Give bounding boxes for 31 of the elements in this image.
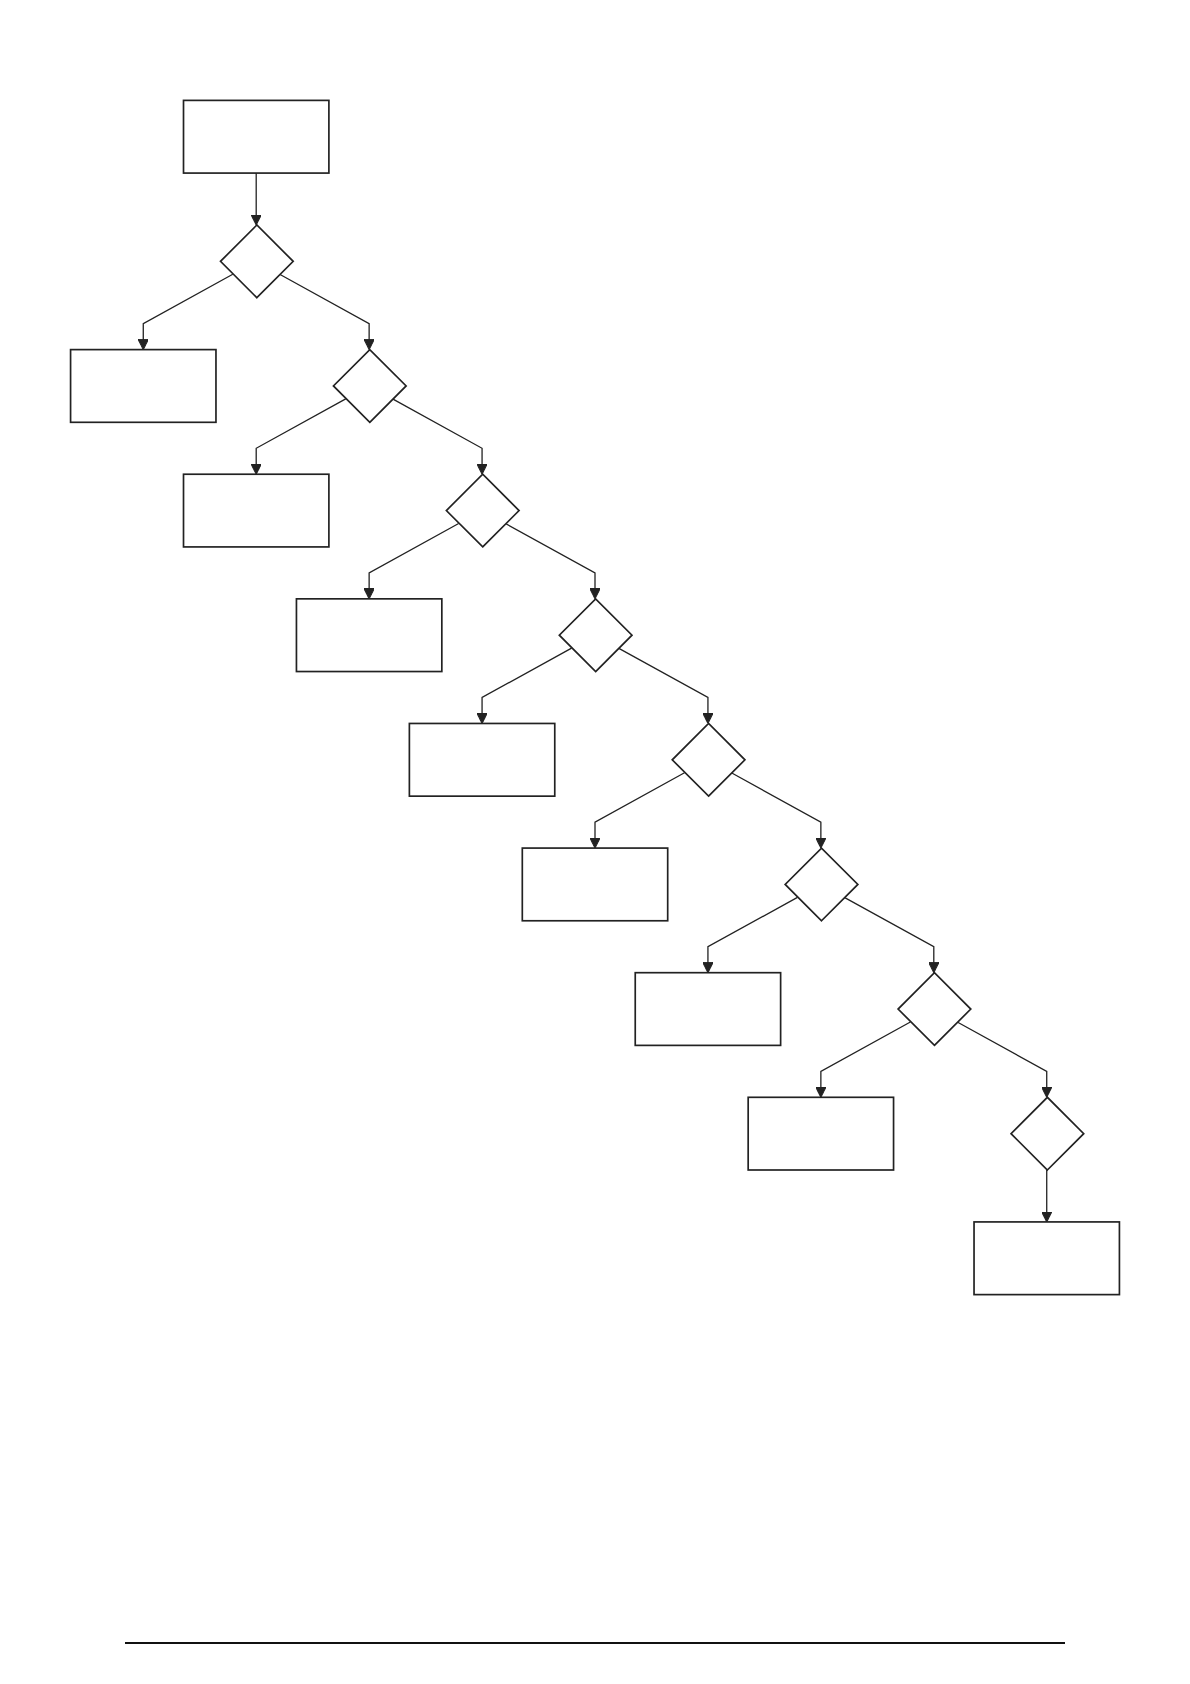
node-box	[521, 847, 669, 922]
arrow	[617, 647, 714, 724]
arrow	[1041, 1169, 1053, 1223]
node-diamond	[558, 597, 634, 673]
node-diamond	[219, 223, 295, 299]
node-box	[69, 348, 217, 424]
node-box	[973, 1221, 1121, 1296]
arrow	[589, 772, 686, 849]
arrow	[250, 398, 347, 475]
node-box	[408, 722, 556, 797]
node-box	[182, 99, 330, 174]
arrow	[137, 273, 234, 351]
arrow	[815, 1021, 912, 1098]
node-diamond	[671, 722, 747, 798]
arrow	[363, 522, 460, 600]
node-diamond	[332, 348, 408, 424]
arrow	[476, 647, 573, 724]
node-diamond	[1009, 1096, 1085, 1172]
arrow	[956, 1021, 1053, 1098]
node-diamond	[445, 473, 521, 549]
arrow	[250, 172, 262, 226]
node-diamond	[783, 846, 860, 922]
node-box	[634, 971, 782, 1047]
node-box	[182, 473, 330, 548]
arrow	[702, 896, 799, 974]
node-box	[747, 1096, 895, 1171]
arrow	[730, 772, 827, 849]
arrow	[843, 896, 940, 974]
arrow	[504, 522, 601, 600]
node-diamond	[896, 971, 972, 1047]
node-box	[295, 598, 443, 673]
